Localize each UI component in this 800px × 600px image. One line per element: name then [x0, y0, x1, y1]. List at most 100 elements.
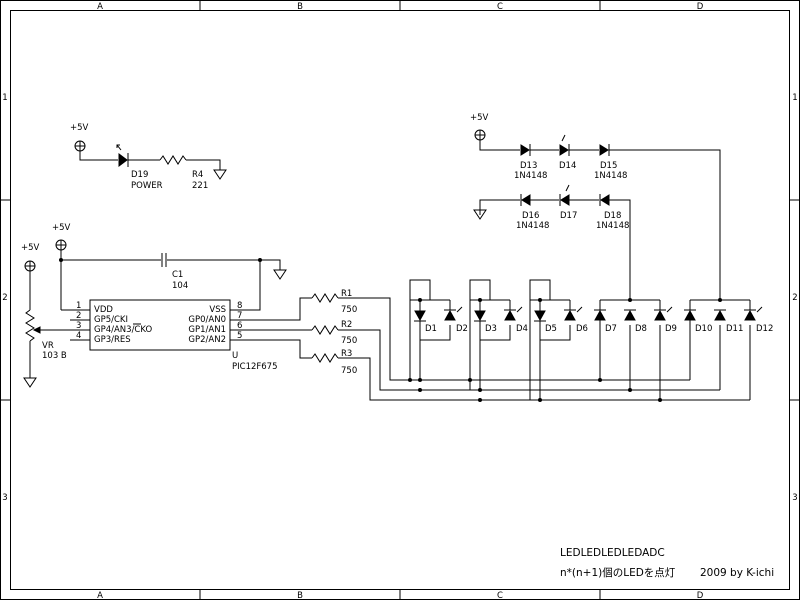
diode-d16-symbol: [520, 194, 531, 206]
d17-ref-label: D17: [560, 211, 577, 221]
led-d2-symbol: [444, 306, 463, 321]
led-label-d5: D5: [545, 324, 557, 334]
vcc-symbol-top-chain: [474, 129, 486, 141]
zone-col-top-c: C: [497, 2, 503, 12]
led-label-d12: D12: [756, 324, 773, 334]
zone-row-left-2: 2: [2, 293, 7, 303]
diode-d18-symbol: [599, 194, 610, 206]
vcc-label-top-chain: +5V: [470, 113, 489, 123]
vcc-symbol-c1: [55, 239, 67, 251]
title-block: LEDLEDLEDLEDADC n*(n+1)個のLEDを点灯 2009 by …: [560, 547, 774, 579]
r1-value-label: 750: [341, 305, 357, 315]
zone-row-left-1: 1: [2, 93, 7, 103]
led-label-d4: D4: [516, 324, 528, 334]
led-label-d10: D10: [695, 324, 712, 334]
diode-d13-symbol: [520, 144, 531, 156]
vcc-symbol-power-led: [74, 140, 86, 152]
diode-chain-upper: +5V D13 1N4148 D14 D15 1N4148: [470, 113, 721, 300]
led-d6-symbol: [564, 306, 583, 321]
ground-symbol-lower-chain: [473, 209, 487, 220]
chip-pin4-name: GP3/RES: [94, 335, 131, 345]
led-label-d11: D11: [726, 324, 743, 334]
d13-value-label: 1N4148: [514, 171, 547, 181]
d18-ref-label: D18: [604, 211, 621, 221]
d15-value-label: 1N4148: [594, 171, 627, 181]
chip-pin1-name: VDD: [94, 305, 113, 315]
ground-symbol-c1: [273, 269, 287, 280]
resistor-r1-symbol: [311, 293, 339, 303]
led-label-d2: D2: [456, 324, 468, 334]
zone-col-top-a: A: [97, 2, 103, 12]
led-matrix: D1 D2 D3 D4 D5 D6 D7 D8 D9 D10 D11 D12: [408, 279, 773, 402]
power-led-circuit: +5V D19 POWER R4 221: [70, 123, 227, 191]
chip-pin1-number: 1: [76, 301, 81, 311]
d15-ref-label: D15: [600, 161, 617, 171]
ground-symbol-vr: [23, 377, 37, 388]
ground-symbol-r4: [213, 169, 227, 180]
chip-ref-label: U: [232, 351, 238, 361]
vr-ref-label: VR: [42, 341, 54, 351]
chip-part-label: PIC12F675: [232, 362, 278, 372]
potentiometer-circuit: +5V VR 103 B: [21, 243, 67, 388]
led-label-d8: D8: [635, 324, 647, 334]
chip-pin4-number: 4: [76, 331, 81, 341]
zone-row-left-3: 3: [2, 493, 7, 503]
led-label-d9: D9: [665, 324, 677, 334]
led-d5-symbol: [534, 310, 546, 322]
led-label-d6: D6: [576, 324, 588, 334]
d13-ref-label: D13: [520, 161, 537, 171]
r2-ref-label: R2: [341, 320, 352, 330]
zone-row-right-1: 1: [792, 93, 797, 103]
r4-ref-label: R4: [192, 170, 203, 180]
chip-pin3-name: GP4/AN3/CKO: [94, 325, 152, 335]
vr-value-label: 103 B: [42, 351, 67, 361]
chip-pin6-name: GP1/AN1: [188, 325, 226, 335]
led-d1-symbol: [414, 310, 426, 322]
chip-pin8-name: VSS: [209, 305, 226, 315]
chip-pin7-number: 7: [237, 311, 242, 321]
d18-value-label: 1N4148: [596, 221, 629, 231]
d19-value-label: POWER: [131, 181, 163, 191]
potentiometer-wiper-arrow: [32, 326, 41, 334]
d14-ref-label: D14: [559, 161, 576, 171]
schematic-subtitle: n*(n+1)個のLEDを点灯: [560, 566, 676, 579]
potentiometer-vr-symbol: [25, 309, 35, 342]
chip-pin5-number: 5: [237, 331, 242, 341]
chip-pin5-name: GP2/AN2: [188, 335, 226, 345]
chip-pin3-number: 3: [76, 321, 81, 331]
led-d7-symbol: [594, 309, 606, 321]
diode-d15-symbol: [599, 144, 610, 156]
r3-ref-label: R3: [341, 349, 352, 359]
led-d3-symbol: [474, 310, 486, 322]
led-d17-symbol: [559, 184, 570, 206]
zone-col-bottom-b: B: [297, 591, 303, 600]
led-d4-symbol: [504, 306, 523, 321]
led-d8-symbol: [624, 309, 636, 321]
led-d9-symbol: [654, 306, 673, 321]
r2-value-label: 750: [341, 336, 357, 346]
vcc-label-power-led: +5V: [70, 123, 89, 133]
led-label-d7: D7: [605, 324, 617, 334]
zone-col-top-b: B: [297, 2, 303, 12]
d19-ref-label: D19: [131, 170, 148, 180]
resistor-r2-symbol: [311, 325, 339, 335]
chip-pin7-name: GP0/AN0: [188, 315, 226, 325]
led-d14-symbol: [559, 134, 570, 156]
chip-pin6-number: 6: [237, 321, 242, 331]
chip-pin2-number: 2: [76, 311, 81, 321]
c1-ref-label: C1: [172, 270, 183, 280]
d16-ref-label: D16: [522, 211, 539, 221]
pic-chip: 1 2 3 4 VDD GP5/CKI GP4/AN3/CKO GP3/RES …: [36, 260, 312, 372]
decoupling-capacitor-circuit: +5V C1 104: [52, 223, 287, 291]
led-d11-symbol: [714, 309, 726, 321]
vcc-label-vr: +5V: [21, 243, 40, 253]
chip-pin8-number: 8: [237, 301, 242, 311]
c1-value-label: 104: [172, 281, 188, 291]
schematic-credit: 2009 by K-ichi: [700, 567, 774, 579]
led-label-d3: D3: [485, 324, 497, 334]
led-d19-symbol: [116, 144, 129, 167]
d16-value-label: 1N4148: [516, 221, 549, 231]
led-d10-symbol: [684, 309, 696, 321]
